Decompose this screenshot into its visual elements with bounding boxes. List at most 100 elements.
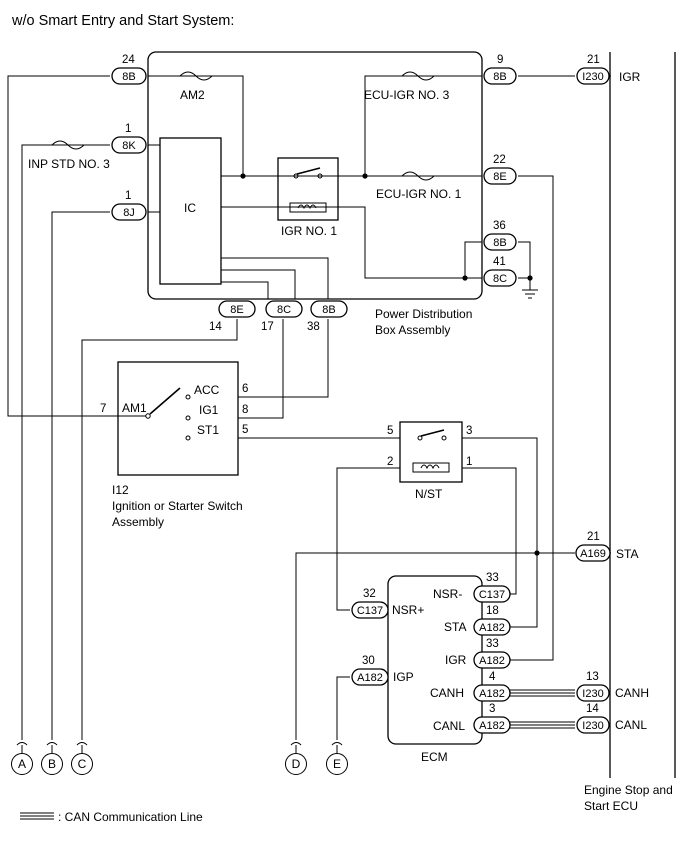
svg-text:C137: C137 <box>357 605 383 617</box>
svg-text:7: 7 <box>100 403 106 415</box>
svg-text:A182: A182 <box>479 655 505 667</box>
fuse-am2-icon <box>179 71 213 81</box>
svg-text:AM1: AM1 <box>122 401 147 415</box>
svg-text:STA: STA <box>616 547 638 561</box>
svg-text:A182: A182 <box>479 720 505 732</box>
svg-text:IG1: IG1 <box>199 403 219 417</box>
terminal-d: D <box>285 742 307 775</box>
igr-no1-relay <box>277 157 339 221</box>
svg-text:13: 13 <box>586 671 599 683</box>
connector-a182-canh: A182 <box>473 684 511 702</box>
svg-text:I230: I230 <box>582 720 603 732</box>
svg-text:CANL: CANL <box>615 718 647 732</box>
svg-text:E: E <box>333 757 341 771</box>
ignition-switch-contacts-icon <box>118 387 191 441</box>
svg-text:22: 22 <box>493 154 506 166</box>
connector-8b-24: 8B <box>111 67 147 85</box>
svg-text:C: C <box>78 757 87 771</box>
connector-8b-9: 8B <box>483 67 517 85</box>
svg-text:A182: A182 <box>479 622 505 634</box>
connectors: 8B 8K 8J 8B 8E 8B 8C 8E <box>111 67 611 734</box>
svg-text:A182: A182 <box>357 672 383 684</box>
svg-text:3: 3 <box>466 425 472 437</box>
svg-text:30: 30 <box>362 655 375 667</box>
svg-text:Start ECU: Start ECU <box>584 799 638 813</box>
svg-text:1: 1 <box>125 123 131 135</box>
connector-a169-sta: A169 <box>575 544 611 562</box>
svg-text:17: 17 <box>261 321 274 333</box>
svg-text:5: 5 <box>387 425 393 437</box>
svg-text:41: 41 <box>493 256 506 268</box>
connector-c137-nsr-minus: C137 <box>473 585 511 603</box>
connector-a182-igr: A182 <box>473 651 511 669</box>
junction-dots <box>240 173 540 556</box>
wires <box>7 75 611 740</box>
ignition-switch-box <box>117 361 239 476</box>
connector-8b-38: 8B <box>310 300 348 318</box>
svg-text:A182: A182 <box>479 688 505 700</box>
connector-8b-36: 8B <box>483 233 517 251</box>
svg-text:8E: 8E <box>230 304 243 316</box>
svg-text:ECU-IGR NO. 3: ECU-IGR NO. 3 <box>364 88 450 102</box>
connector-8c-17: 8C <box>265 300 303 318</box>
svg-text:24: 24 <box>122 54 135 66</box>
svg-text:A169: A169 <box>580 548 606 560</box>
svg-text:INP STD NO. 3: INP STD NO. 3 <box>28 157 110 171</box>
nst-coil-icon <box>412 462 450 473</box>
svg-text:8B: 8B <box>493 71 506 83</box>
connector-i230-canh: I230 <box>576 684 610 702</box>
svg-text:2: 2 <box>387 456 393 468</box>
connector-a182-canl: A182 <box>473 716 511 734</box>
svg-text:1: 1 <box>466 456 472 468</box>
svg-text:STA: STA <box>444 620 466 634</box>
svg-text:32: 32 <box>363 588 376 600</box>
nst-switch-icon <box>417 429 447 441</box>
svg-text:A: A <box>18 757 26 771</box>
svg-text:IGR NO. 1: IGR NO. 1 <box>281 224 337 238</box>
svg-text:IGR: IGR <box>445 653 467 667</box>
svg-text:ECM: ECM <box>421 750 448 764</box>
igr-relay-coil-icon <box>289 202 327 213</box>
svg-text:5: 5 <box>242 424 248 436</box>
svg-text:N/ST: N/ST <box>415 487 443 501</box>
svg-text:14: 14 <box>209 321 222 333</box>
svg-text:8B: 8B <box>122 71 135 83</box>
svg-text:36: 36 <box>493 220 506 232</box>
svg-text:ST1: ST1 <box>197 423 219 437</box>
connector-8j: 8J <box>111 203 147 221</box>
ground-icon <box>522 289 538 299</box>
svg-text:4: 4 <box>489 671 496 683</box>
svg-text:8C: 8C <box>277 304 291 316</box>
can-lines <box>510 689 575 729</box>
svg-text:CANH: CANH <box>615 686 649 700</box>
connector-8e-22: 8E <box>483 167 517 185</box>
svg-text:I230: I230 <box>582 71 603 83</box>
svg-text:33: 33 <box>486 572 499 584</box>
svg-text:Engine Stop and: Engine Stop and <box>584 783 673 797</box>
fuse-inp-std3-icon <box>51 140 85 150</box>
svg-text:8B: 8B <box>493 237 506 249</box>
svg-text:1: 1 <box>125 190 131 202</box>
svg-text:IGR: IGR <box>619 70 641 84</box>
pin-numbers: 24 1 1 9 22 36 41 14 17 38 21 21 6 8 5 7… <box>100 54 600 715</box>
fuse-ecu-igr1-icon <box>401 171 435 181</box>
svg-text:8J: 8J <box>123 207 135 219</box>
svg-text:18: 18 <box>486 605 499 617</box>
terminal-e: E <box>326 742 348 775</box>
svg-text:IC: IC <box>184 201 196 215</box>
svg-text:ACC: ACC <box>194 383 220 397</box>
fuse-ecu-igr3-icon <box>401 71 435 81</box>
legend: : CAN Communication Line <box>20 810 203 824</box>
svg-text:8K: 8K <box>122 140 136 152</box>
svg-text:3: 3 <box>489 703 495 715</box>
svg-text:8B: 8B <box>322 304 335 316</box>
terminal-c: C <box>71 742 93 775</box>
connector-i230-igr: I230 <box>576 67 610 85</box>
svg-text:C137: C137 <box>479 589 505 601</box>
svg-text:Assembly: Assembly <box>112 515 164 529</box>
svg-text:9: 9 <box>497 54 503 66</box>
diagram-title: w/o Smart Entry and Start System: <box>11 13 234 29</box>
labels: AM2 ECU-IGR NO. 3 ECU-IGR NO. 1 IGR NO. … <box>28 70 673 813</box>
terminal-a: A <box>11 742 33 775</box>
